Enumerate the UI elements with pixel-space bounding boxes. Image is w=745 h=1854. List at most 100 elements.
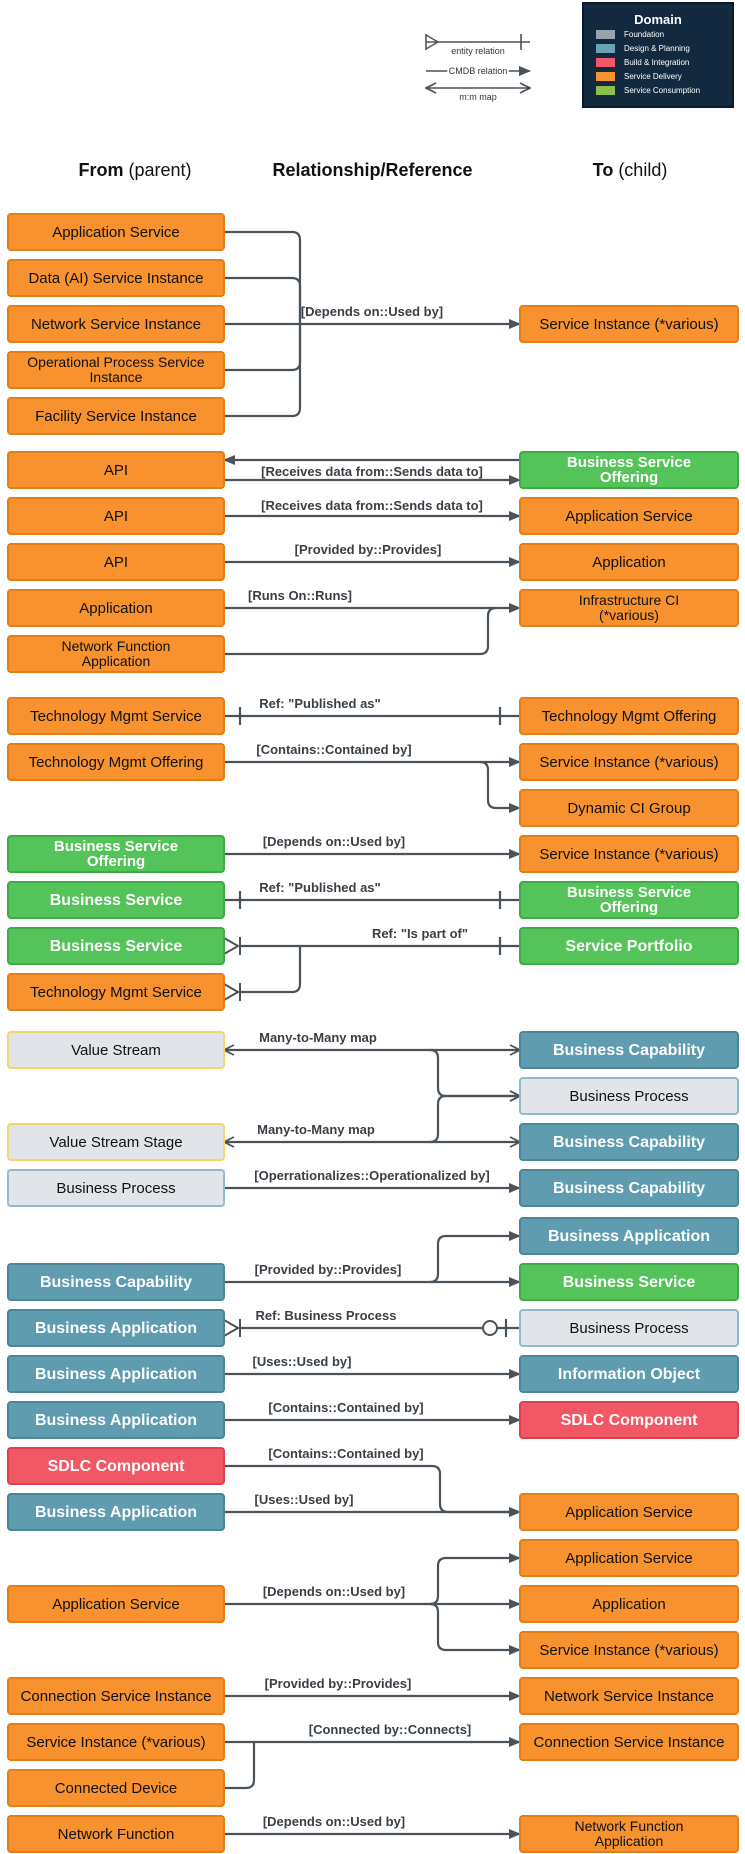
entity-box-r-bc1[interactable]: Business Capability xyxy=(519,1031,739,1069)
entity-box-r-bc2[interactable]: Business Capability xyxy=(519,1123,739,1161)
entity-box-shape xyxy=(7,1447,225,1485)
relationship-label: [Uses::Used by] xyxy=(255,1492,354,1507)
entity-box-shape xyxy=(7,1355,225,1393)
entity-box-l-vs[interactable]: Value Stream xyxy=(7,1031,225,1069)
entity-box-label: Network Service Instance xyxy=(31,316,201,333)
entity-box-r-bp2[interactable]: Business Process xyxy=(519,1309,739,1347)
relationship-label: [Depends on::Used by] xyxy=(263,1584,405,1599)
entity-box-label: Business Application xyxy=(35,1366,197,1383)
entity-box-l-fsi[interactable]: Facility Service Instance xyxy=(7,397,225,435)
entity-box-r-si4[interactable]: Service Instance (*various) xyxy=(519,1631,739,1669)
entity-box-label: SDLC Component xyxy=(561,1412,699,1429)
entity-box-shape xyxy=(519,835,739,873)
entity-box-r-app2[interactable]: Application xyxy=(519,1585,739,1623)
entity-box-l-app[interactable]: Application xyxy=(7,589,225,627)
entity-box-l-api2[interactable]: API xyxy=(7,497,225,535)
entity-box-l-nf[interactable]: Network Function xyxy=(7,1815,225,1853)
connector-line xyxy=(429,1553,521,1606)
entity-box-l-api1[interactable]: API xyxy=(7,451,225,489)
entity-box-l-bs1[interactable]: Business Service xyxy=(7,881,225,919)
entity-box-label: API xyxy=(104,508,128,525)
entity-box-r-dcg[interactable]: Dynamic CI Group xyxy=(519,789,739,827)
entity-box-l-nsi[interactable]: Network Service Instance xyxy=(7,305,225,343)
entity-box-l-bc[interactable]: Business Capability xyxy=(7,1263,225,1301)
entity-box-l-ba3[interactable]: Business Application xyxy=(7,1401,225,1439)
entity-box-l-ba2[interactable]: Business Application xyxy=(7,1355,225,1393)
entity-box-r-as3[interactable]: Application Service xyxy=(519,1539,739,1577)
entity-box-shape xyxy=(519,1123,739,1161)
entity-box-l-ba1[interactable]: Business Application xyxy=(7,1309,225,1347)
entity-box-r-as2[interactable]: Application Service xyxy=(519,1493,739,1531)
entity-box-label: Technology Mgmt Service xyxy=(30,708,202,725)
entity-box-r-si1[interactable]: Service Instance (*various) xyxy=(519,305,739,343)
line-key-entity-label: entity relation xyxy=(451,46,505,56)
legend-item: Foundation xyxy=(596,27,732,41)
entity-box-r-si2[interactable]: Service Instance (*various) xyxy=(519,743,739,781)
entity-box-label: Business Application xyxy=(548,1228,710,1245)
entity-box-l-tms2[interactable]: Technology Mgmt Service xyxy=(7,973,225,1011)
connector-line xyxy=(429,1096,520,1144)
entity-box-l-cd[interactable]: Connected Device xyxy=(7,1769,225,1807)
entity-box-r-io[interactable]: Information Object xyxy=(519,1355,739,1393)
line-key-entity-relation: entity relation xyxy=(425,34,530,56)
entity-box-r-sp[interactable]: Service Portfolio xyxy=(519,927,739,965)
entity-box-label: Technology Mgmt Offering xyxy=(29,754,204,771)
entity-box-label: Business Service xyxy=(50,938,183,955)
entity-box-r-as1[interactable]: Application Service xyxy=(519,497,739,535)
entity-box-l-as2[interactable]: Application Service xyxy=(7,1585,225,1623)
entity-box-shape xyxy=(7,497,225,535)
entity-box-label: Business Service xyxy=(50,892,183,909)
entity-box-r-app1[interactable]: Application xyxy=(519,543,739,581)
entity-box-label: Business Process xyxy=(569,1088,688,1105)
entity-box-r-csi[interactable]: Connection Service Instance xyxy=(519,1723,739,1761)
legend-label: Service Delivery xyxy=(624,71,682,81)
entity-box-l-vss[interactable]: Value Stream Stage xyxy=(7,1123,225,1161)
entity-box-shape xyxy=(519,789,739,827)
entity-box-shape xyxy=(7,635,225,673)
entity-box-l-as[interactable]: Application Service xyxy=(7,213,225,251)
entity-box-r-bp1[interactable]: Business Process xyxy=(519,1077,739,1115)
entity-box-l-dai[interactable]: Data (AI) Service Instance xyxy=(7,259,225,297)
connector-line xyxy=(224,230,302,324)
entity-box-l-api3[interactable]: API xyxy=(7,543,225,581)
entity-box-shape xyxy=(7,1123,225,1161)
entity-box-l-tms1[interactable]: Technology Mgmt Service xyxy=(7,697,225,735)
entity-box-shape xyxy=(7,351,225,389)
connector-line xyxy=(429,1231,521,1284)
entity-box-l-bs2[interactable]: Business Service xyxy=(7,927,225,965)
entity-box-l-sdlc[interactable]: SDLC Component xyxy=(7,1447,225,1485)
entity-box-l-si[interactable]: Service Instance (*various) xyxy=(7,1723,225,1761)
entity-box-label: Business Process xyxy=(569,1320,688,1337)
relationship-label: Ref: Business Process xyxy=(256,1308,397,1323)
entity-box-r-ba1[interactable]: Business Application xyxy=(519,1217,739,1255)
connector-line xyxy=(429,1048,520,1096)
entity-box-r-nsi[interactable]: Network Service Instance xyxy=(519,1677,739,1715)
entity-box-r-bs[interactable]: Business Service xyxy=(519,1263,739,1301)
entity-box-label: Application Service xyxy=(565,1504,693,1521)
entity-box-l-bp[interactable]: Business Process xyxy=(7,1169,225,1207)
entity-box-label: API xyxy=(104,462,128,479)
entity-box-l-csi[interactable]: Connection Service Instance xyxy=(7,1677,225,1715)
header-from-bold: From xyxy=(78,160,124,180)
entity-box-r-sdlc[interactable]: SDLC Component xyxy=(519,1401,739,1439)
entity-box-l-tmo[interactable]: Technology Mgmt Offering xyxy=(7,743,225,781)
entity-box-r-si3[interactable]: Service Instance (*various) xyxy=(519,835,739,873)
entity-box-l-ba4[interactable]: Business Application xyxy=(7,1493,225,1531)
entity-box-shape xyxy=(7,1723,225,1761)
entity-box-label: Facility Service Instance xyxy=(35,408,197,425)
entity-box-r-bc3[interactable]: Business Capability xyxy=(519,1169,739,1207)
entity-box-r-tmo[interactable]: Technology Mgmt Offering xyxy=(519,697,739,735)
entity-box-label: Service Instance (*various) xyxy=(26,1734,205,1751)
connectors xyxy=(223,230,521,1839)
relationship-label: [Provided by::Provides] xyxy=(255,1262,402,1277)
entity-box-label: Application Service xyxy=(52,1596,180,1613)
connector-line xyxy=(240,946,302,994)
entity-box-r-infra[interactable]: Infrastructure CI(*various) xyxy=(519,589,739,627)
